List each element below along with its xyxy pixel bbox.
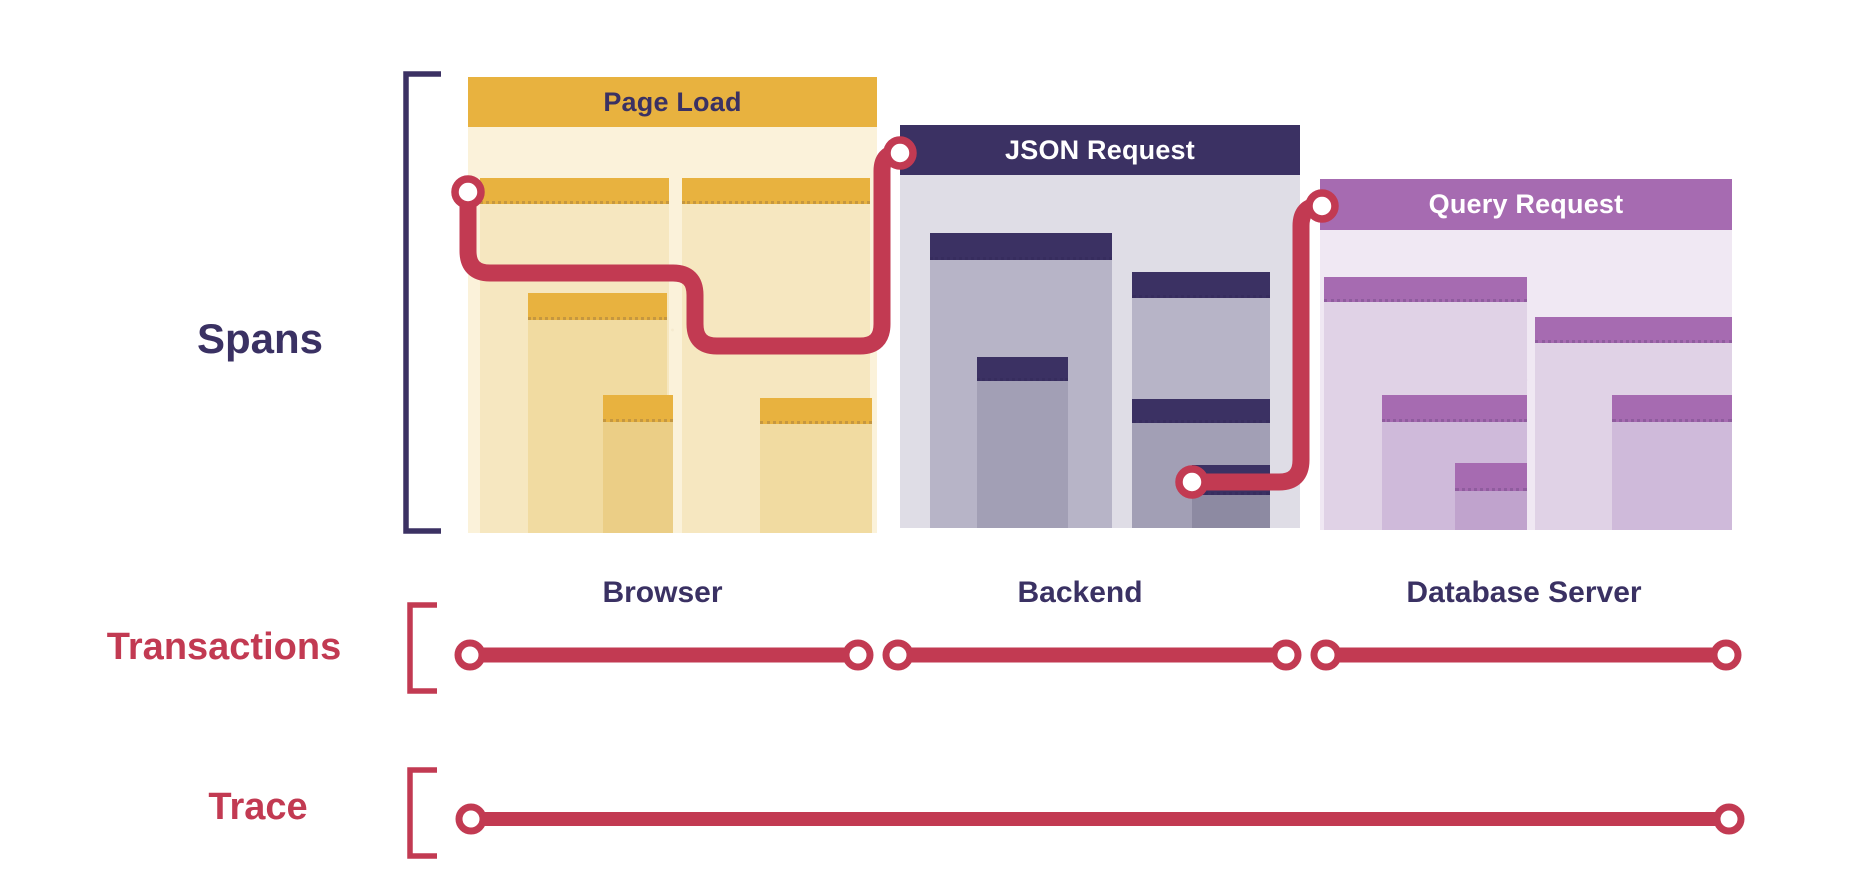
- span-bar-header: [1382, 395, 1527, 422]
- transaction-endpoint-icon: [1310, 639, 1342, 671]
- span-bar-header: [1612, 395, 1732, 422]
- span-bar-header: [1535, 317, 1732, 343]
- browser-transaction-block: Page Load: [468, 77, 877, 533]
- span-bar-header: [682, 178, 870, 204]
- backend-caption: Backend: [1017, 576, 1143, 609]
- query-request-body: [1320, 230, 1732, 530]
- json-request-body: [900, 175, 1300, 528]
- span-bar-header: [760, 398, 872, 424]
- span-bar-header: [1132, 399, 1270, 423]
- span-bar: [760, 398, 872, 533]
- browser-caption: Browser: [602, 576, 723, 609]
- span-bar-header: [930, 233, 1112, 260]
- trace-bracket: [407, 767, 437, 859]
- page-load-body: [468, 127, 877, 533]
- span-bar-header: [480, 178, 669, 204]
- span-bar: [1455, 463, 1527, 530]
- transaction-endpoint-icon: [882, 639, 914, 671]
- transaction-endpoint-icon: [842, 639, 874, 671]
- span-bar-header: [1455, 463, 1527, 491]
- span-bar-header: [528, 293, 667, 320]
- span-bar-header: [603, 395, 673, 422]
- span-bar-header: [1132, 272, 1270, 298]
- database-transaction-block: Query Request: [1320, 179, 1732, 530]
- trace-endpoint-icon: [455, 803, 487, 835]
- span-bar: [1192, 465, 1270, 528]
- transaction-endpoint-icon: [1270, 639, 1302, 671]
- spans-bracket: [403, 71, 441, 534]
- span-bar-header: [1192, 465, 1270, 495]
- trace-endpoint-icon: [1713, 803, 1745, 835]
- span-bar: [977, 357, 1068, 528]
- span-bar: [603, 395, 673, 533]
- transaction-endpoint-icon: [454, 639, 486, 671]
- span-bar-header: [1324, 277, 1527, 302]
- backend-transaction-block: JSON Request: [900, 125, 1300, 528]
- json-request-title: JSON Request: [900, 125, 1300, 178]
- span-bar-header: [977, 357, 1068, 381]
- database-caption: Database Server: [1406, 576, 1642, 609]
- transactions-label: Transactions: [106, 626, 342, 668]
- query-request-title: Query Request: [1320, 179, 1732, 233]
- spans-label: Spans: [196, 315, 324, 362]
- transactions-bracket: [407, 602, 437, 694]
- page-load-title: Page Load: [468, 77, 877, 130]
- trace-label: Trace: [208, 786, 308, 828]
- span-bar: [1612, 395, 1732, 530]
- transaction-endpoint-icon: [1710, 639, 1742, 671]
